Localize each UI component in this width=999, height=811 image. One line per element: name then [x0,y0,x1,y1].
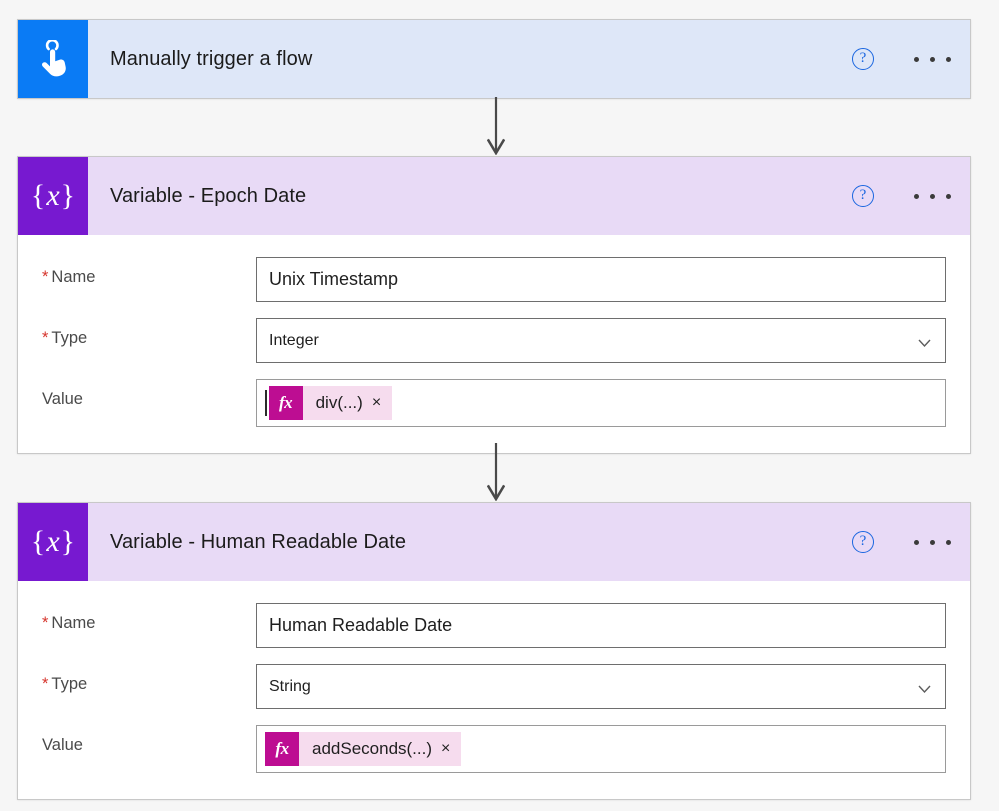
remove-token-icon[interactable]: × [441,740,451,757]
expression-token[interactable]: fx div(...) × [268,386,393,420]
type-dropdown-value: Integer [269,331,319,349]
flow-step-card-human-readable-date[interactable]: {x} Variable - Human Readable Date ? *Na… [17,502,971,800]
step-body-human-readable-date: *Name Human Readable Date *Type String [18,581,970,799]
type-dropdown[interactable]: Integer [256,318,946,363]
field-row-value: Value fx div(...) × [42,379,946,427]
field-label-value: Value [42,379,256,409]
variable-braces-x-icon: {x} [18,503,88,581]
help-icon[interactable]: ? [852,185,874,207]
step-header-actions: ? [852,503,953,581]
step-header-epoch-date[interactable]: {x} Variable - Epoch Date ? [18,157,970,235]
value-input[interactable]: fx div(...) × [256,379,946,427]
fx-icon: fx [268,386,303,420]
field-label-value: Value [42,725,256,755]
field-label-text: Name [51,268,96,286]
required-asterisk: * [42,329,49,347]
required-asterisk: * [42,614,49,632]
field-label-name: *Name [42,603,256,633]
step-title: Variable - Human Readable Date [110,530,407,553]
step-header-actions: ? [852,157,953,235]
name-input[interactable]: Unix Timestamp [256,257,946,302]
field-label-text: Type [51,675,88,693]
manual-trigger-touch-icon [18,20,88,98]
step-title: Variable - Epoch Date [110,184,307,207]
type-dropdown-value: String [269,677,311,695]
field-row-type: *Type Integer [42,318,946,363]
name-input[interactable]: Human Readable Date [256,603,946,648]
help-icon[interactable]: ? [852,48,874,70]
more-commands-icon[interactable] [912,51,953,68]
flow-step-card-trigger[interactable]: Manually trigger a flow ? [17,19,971,99]
chevron-down-icon [918,337,931,350]
field-label-text: Type [51,329,88,347]
variable-braces-x-icon: {x} [18,157,88,235]
step-header-human-readable-date[interactable]: {x} Variable - Human Readable Date ? [18,503,970,581]
text-caret [265,390,267,416]
remove-token-icon[interactable]: × [371,394,382,411]
step-title: Manually trigger a flow [110,47,313,70]
expression-token-label: addSeconds(...) [312,739,433,758]
type-dropdown[interactable]: String [256,664,946,709]
fx-icon: fx [265,732,299,766]
field-label-type: *Type [42,318,256,348]
step-header-trigger[interactable]: Manually trigger a flow ? [18,20,970,98]
help-icon[interactable]: ? [852,531,874,553]
flow-step-card-epoch-date[interactable]: {x} Variable - Epoch Date ? *Name Unix T… [17,156,971,454]
required-asterisk: * [42,675,49,693]
chevron-down-icon [918,683,931,696]
value-input[interactable]: fx addSeconds(...) × [256,725,946,773]
more-commands-icon[interactable] [912,188,953,205]
field-label-name: *Name [42,257,256,287]
field-row-value: Value fx addSeconds(...) × [42,725,946,773]
step-header-actions: ? [852,20,953,98]
field-row-name: *Name Human Readable Date [42,603,946,648]
field-label-text: Value [42,390,83,408]
field-label-text: Name [51,614,96,632]
expression-token-label: div(...) [315,393,363,412]
field-row-type: *Type String [42,664,946,709]
field-label-text: Value [42,736,83,754]
step-body-epoch-date: *Name Unix Timestamp *Type Integer [18,235,970,453]
field-row-name: *Name Unix Timestamp [42,257,946,302]
connector-arrow-1 [487,97,505,155]
expression-token[interactable]: fx addSeconds(...) × [265,732,462,766]
connector-arrow-2 [487,443,505,501]
field-label-type: *Type [42,664,256,694]
more-commands-icon[interactable] [912,534,953,551]
required-asterisk: * [42,268,49,286]
